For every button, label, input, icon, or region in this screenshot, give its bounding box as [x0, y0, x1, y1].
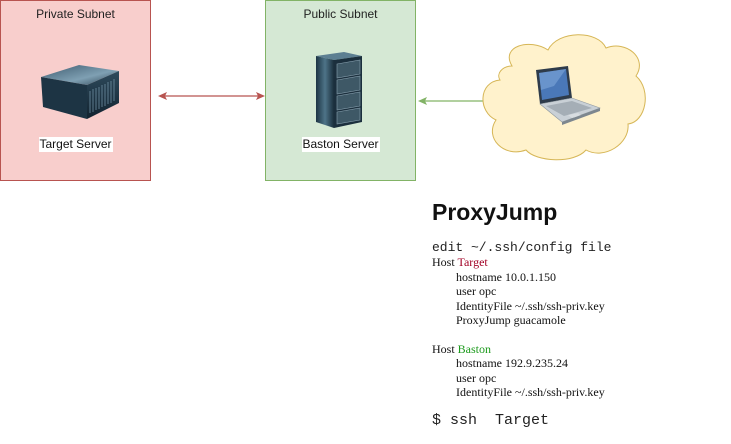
host-baston-line: Host Baston — [432, 342, 611, 357]
public-subnet-title: Public Subnet — [303, 7, 378, 21]
host-keyword: Host — [432, 255, 455, 269]
notes-heading: ProxyJump — [432, 199, 558, 225]
ssh-command: $ ssh Target — [432, 411, 550, 429]
host-target-name: Target — [457, 255, 488, 269]
config-intro: edit ~/.ssh/config file — [432, 240, 612, 255]
baston-identityfile: IdentityFile ~/.ssh/ssh-priv.key — [456, 385, 605, 399]
target-user: user opc — [456, 284, 497, 298]
baston-server-label: Baston Server — [301, 137, 380, 152]
private-subnet-title: Private Subnet — [36, 7, 115, 21]
server-rack-icon — [316, 52, 362, 128]
host-baston-name: Baston — [457, 341, 492, 356]
target-server-label: Target Server — [38, 137, 113, 152]
private-subnet-box[interactable]: Private Subnet Target Server — [0, 0, 151, 181]
host-keyword: Host — [432, 341, 455, 356]
server-icon — [41, 65, 119, 119]
laptop-icon — [536, 66, 601, 125]
target-identityfile: IdentityFile ~/.ssh/ssh-priv.key — [456, 298, 605, 313]
public-subnet-box[interactable]: Public Subnet Baston Server — [265, 0, 416, 181]
proxyjump-notes: ProxyJump edit ~/.ssh/config file Host T… — [432, 198, 611, 429]
target-hostname: hostname 10.0.1.150 — [456, 269, 556, 284]
target-proxyjump: ProxyJump guacamole — [456, 313, 566, 327]
baston-hostname: hostname 192.9.235.24 — [456, 356, 568, 370]
arrow-target-to-baston[interactable] — [158, 92, 265, 100]
host-target-line: Host Target — [432, 255, 611, 270]
baston-user: user opc — [456, 370, 497, 385]
